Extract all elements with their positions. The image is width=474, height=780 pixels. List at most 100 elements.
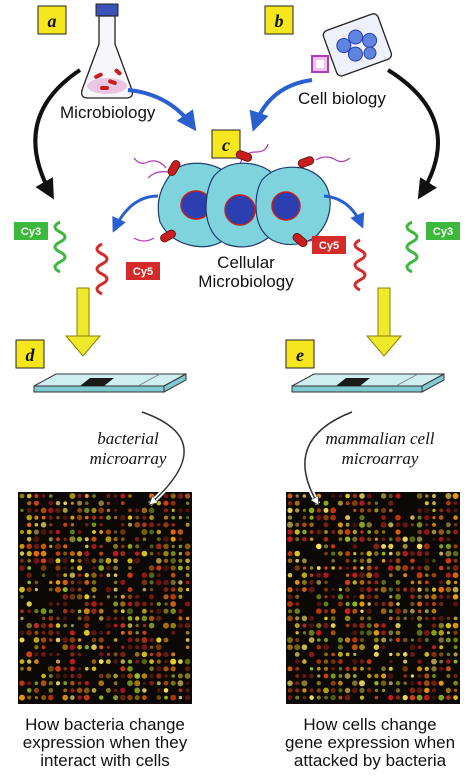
array-spot bbox=[302, 494, 307, 498]
cellular-label-line1: Cellular bbox=[217, 253, 275, 272]
array-spot bbox=[99, 573, 104, 578]
array-spot bbox=[19, 493, 25, 499]
array-spot bbox=[323, 601, 329, 607]
array-spot bbox=[98, 616, 104, 621]
array-spot bbox=[374, 623, 379, 628]
array-spot bbox=[164, 660, 168, 664]
array-spot bbox=[402, 652, 408, 657]
array-spot bbox=[156, 501, 161, 506]
array-spot bbox=[185, 695, 191, 701]
array-spot bbox=[367, 530, 372, 534]
array-spot bbox=[316, 695, 321, 700]
badge-a-letter: a bbox=[48, 11, 57, 31]
array-spot bbox=[330, 623, 336, 628]
array-spot bbox=[323, 659, 329, 664]
array-spot bbox=[33, 550, 40, 557]
array-spot bbox=[301, 572, 308, 578]
array-spot bbox=[20, 609, 24, 613]
array-spot bbox=[309, 695, 314, 700]
array-spot bbox=[164, 515, 168, 520]
array-spot bbox=[395, 514, 401, 521]
array-spot bbox=[62, 587, 68, 593]
array-spot bbox=[417, 515, 422, 520]
array-spot bbox=[431, 658, 437, 665]
array-spot bbox=[438, 515, 444, 520]
array-spot bbox=[380, 493, 387, 499]
array-spot bbox=[26, 688, 32, 693]
array-spot bbox=[409, 644, 416, 651]
arrow-b-to-c bbox=[249, 78, 313, 132]
array-spot bbox=[135, 616, 140, 621]
array-spot bbox=[366, 594, 372, 600]
array-spot bbox=[367, 602, 371, 606]
array-spot bbox=[41, 616, 46, 621]
array-spot bbox=[69, 593, 76, 600]
array-spot bbox=[156, 608, 162, 614]
array-spot bbox=[345, 652, 350, 657]
array-spot bbox=[33, 557, 40, 564]
array-spot bbox=[287, 521, 293, 528]
array-spot bbox=[352, 544, 358, 549]
array-spot bbox=[381, 688, 386, 693]
array-spot bbox=[178, 659, 183, 664]
array-spot bbox=[70, 652, 75, 657]
array-spot bbox=[431, 608, 437, 614]
array-spot bbox=[19, 565, 25, 571]
array-spot bbox=[185, 645, 190, 649]
array-spot bbox=[446, 537, 451, 542]
array-spot bbox=[431, 630, 437, 636]
array-spot bbox=[91, 637, 97, 643]
array-spot bbox=[302, 623, 307, 628]
array-spot bbox=[142, 695, 147, 700]
array-spot bbox=[389, 537, 393, 541]
array-spot bbox=[431, 522, 437, 527]
arrow-a-to-cy3 bbox=[33, 68, 82, 200]
array-spot bbox=[55, 623, 61, 628]
arrow-slide-to-array-left bbox=[141, 411, 185, 504]
array-spot bbox=[295, 558, 300, 563]
array-spot bbox=[416, 522, 423, 528]
array-spot bbox=[338, 688, 343, 693]
array-spot bbox=[120, 630, 125, 635]
array-spot bbox=[178, 580, 183, 585]
array-spot bbox=[396, 587, 400, 592]
array-spot bbox=[287, 529, 293, 535]
array-spot bbox=[337, 644, 343, 650]
array-spot bbox=[40, 522, 47, 528]
array-spot bbox=[106, 573, 111, 578]
array-spot bbox=[295, 602, 300, 606]
array-spot bbox=[185, 573, 190, 578]
array-spot bbox=[185, 630, 190, 635]
array-spot bbox=[302, 659, 307, 664]
array-spot bbox=[352, 601, 358, 607]
array-spot bbox=[156, 688, 161, 693]
caption-left-line3: interact with cells bbox=[40, 751, 170, 770]
array-spot bbox=[446, 673, 451, 679]
array-spot bbox=[106, 595, 111, 599]
array-spot bbox=[438, 615, 444, 622]
array-spot bbox=[84, 494, 89, 498]
array-spot bbox=[396, 602, 400, 606]
array-spot bbox=[337, 529, 344, 535]
array-spot bbox=[287, 601, 293, 607]
array-spot bbox=[177, 493, 184, 499]
flask-icon bbox=[80, 3, 134, 99]
array-spot bbox=[294, 565, 300, 571]
bacteria bbox=[160, 150, 315, 247]
array-spot bbox=[359, 500, 365, 506]
array-spot bbox=[150, 652, 154, 657]
array-spot bbox=[134, 601, 140, 607]
array-spot bbox=[352, 529, 357, 535]
array-spot bbox=[170, 622, 176, 629]
array-spot bbox=[26, 572, 32, 578]
array-spot bbox=[171, 523, 175, 527]
array-spot bbox=[395, 623, 401, 629]
array-spot bbox=[134, 557, 141, 564]
array-spot bbox=[91, 522, 97, 528]
array-spot bbox=[135, 631, 139, 635]
array-spot bbox=[127, 659, 133, 664]
array-spot bbox=[69, 493, 76, 499]
array-spot bbox=[128, 522, 132, 527]
array-spot bbox=[34, 508, 39, 513]
